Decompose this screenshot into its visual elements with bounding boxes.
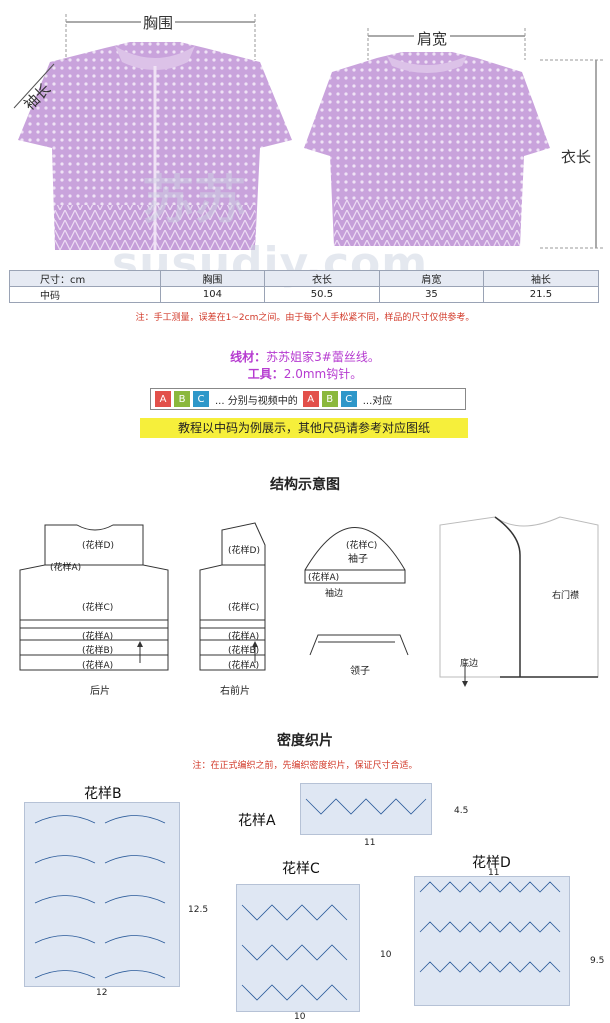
sleeve-pattern-a: (花样A) [308, 573, 340, 583]
table-cell: 35 [378, 286, 484, 303]
yarn-label: 线材： [230, 350, 267, 364]
length-label: 衣长 [561, 146, 592, 167]
back-piece-label: 后片 [90, 686, 110, 697]
swatch-b-chart [24, 802, 180, 987]
letter-a-badge: A [302, 391, 319, 407]
yarn-value: 苏苏姐家3#蕾丝线。 [266, 350, 380, 364]
back-pattern-d: (花样D) [82, 541, 114, 551]
swatch-a-stitches [305, 798, 427, 815]
letter-c-badge: C [193, 391, 209, 407]
cuff-label: 袖边 [325, 589, 344, 599]
placket-label: 右门襟 [552, 591, 580, 601]
abc-legend: A B C ... 分别与视频中的 A B C ...对应 [150, 388, 466, 410]
hem-label: 底边 [460, 659, 479, 669]
structure-diagram [19, 516, 599, 687]
header-cell: 衣长 [263, 270, 380, 287]
abc-text-end: ...对应 [362, 395, 393, 407]
table-cell: 50.5 [263, 286, 380, 303]
gauge-title: 密度织片 [277, 733, 333, 749]
watermark-brand: 苏苏 [142, 171, 247, 231]
gauge-note: 注：在正式编织之前，先编织密度织片，保证尺寸合适。 [192, 761, 418, 771]
swatch-b-title: 花样B [84, 786, 122, 802]
swatch-b-height: 12.5 [188, 905, 209, 915]
table-row: 中码 104 50.5 35 21.5 [9, 286, 600, 303]
swatch-c-width: 10 [294, 1012, 306, 1022]
header-cell: 袖长 [482, 270, 600, 287]
back-pattern-a: (花样A) [50, 563, 82, 573]
swatch-d-title: 花样D [472, 855, 511, 871]
back-garment-photo [304, 52, 550, 246]
swatch-c-chart [236, 884, 360, 1012]
tool-label: 工具： [247, 367, 284, 381]
right-front-label: 右前片 [220, 686, 250, 697]
table-cell: 中码 [9, 286, 161, 303]
swatch-d-chart [414, 876, 570, 1006]
swatch-a-title: 花样A [238, 813, 276, 829]
abc-text-mid: ... 分别与视频中的 [215, 395, 298, 407]
header-cell: 肩宽 [378, 270, 484, 287]
yarn-line: 线材：苏苏姐家3#蕾丝线。 [0, 348, 610, 365]
swatch-c-title: 花样C [282, 861, 320, 877]
letter-a-badge: A [155, 391, 171, 407]
back-pattern-a2: (花样A) [82, 632, 114, 642]
letter-b-badge: B [321, 391, 338, 407]
swatch-b-width: 12 [96, 988, 108, 998]
size-highlight-banner: 教程以中码为例展示，其他尺码请参考对应图纸 [140, 418, 468, 438]
header-cell: 尺寸：cm [9, 270, 161, 287]
swatch-b-stitches [34, 815, 166, 979]
front-pattern-a: (花样A) [228, 632, 260, 642]
front-pattern-b: (花样B) [228, 646, 260, 656]
front-pattern-d: (花样D) [228, 546, 260, 556]
measure-note: 注：手工测量，误差在1~2cm之间。由于每个人手松紧不同，样品的尺寸仅供参考。 [135, 313, 475, 323]
garment-photos: 胸围 袖长 肩宽 衣长 [0, 0, 610, 262]
tool-value: 2.0mm钩针。 [283, 367, 363, 381]
swatch-d-stitches [419, 881, 561, 973]
header-cell: 胸围 [160, 270, 265, 287]
letter-c-badge: C [340, 391, 357, 407]
front-pattern-c: (花样C) [228, 603, 260, 613]
swatch-d-width: 11 [488, 868, 500, 878]
swatch-a-width: 11 [364, 838, 376, 848]
collar-label: 领子 [350, 666, 370, 677]
swatch-a-height: 4.5 [454, 806, 469, 816]
front-garment-photo [18, 42, 292, 250]
swatch-c-stitches [241, 904, 348, 1001]
size-table-header: 尺寸：cm 胸围 衣长 肩宽 袖长 [9, 270, 600, 287]
table-cell: 21.5 [482, 286, 600, 303]
chest-label: 胸围 [141, 12, 176, 33]
table-cell: 104 [160, 286, 265, 303]
structure-title: 结构示意图 [270, 477, 340, 493]
dimension-lines [13, 14, 605, 249]
back-pattern-a3: (花样A) [82, 661, 114, 671]
sleeve-label: 袖子 [348, 554, 368, 565]
swatch-c-height: 10 [380, 950, 392, 960]
back-pattern-c: (花样C) [82, 603, 114, 613]
tool-line: 工具：2.0mm钩针。 [0, 365, 610, 382]
shoulder-label: 肩宽 [414, 28, 451, 49]
letter-b-badge: B [174, 391, 190, 407]
back-pattern-b: (花样B) [82, 646, 114, 656]
sleeve-pattern-c: (花样C) [346, 541, 378, 551]
front-pattern-a2: (花样A) [228, 661, 260, 671]
swatch-a-chart [300, 783, 432, 835]
size-table: 尺寸：cm 胸围 衣长 肩宽 袖长 中码 104 50.5 35 21.5 [9, 270, 600, 303]
swatch-d-height: 9.5 [590, 956, 605, 966]
